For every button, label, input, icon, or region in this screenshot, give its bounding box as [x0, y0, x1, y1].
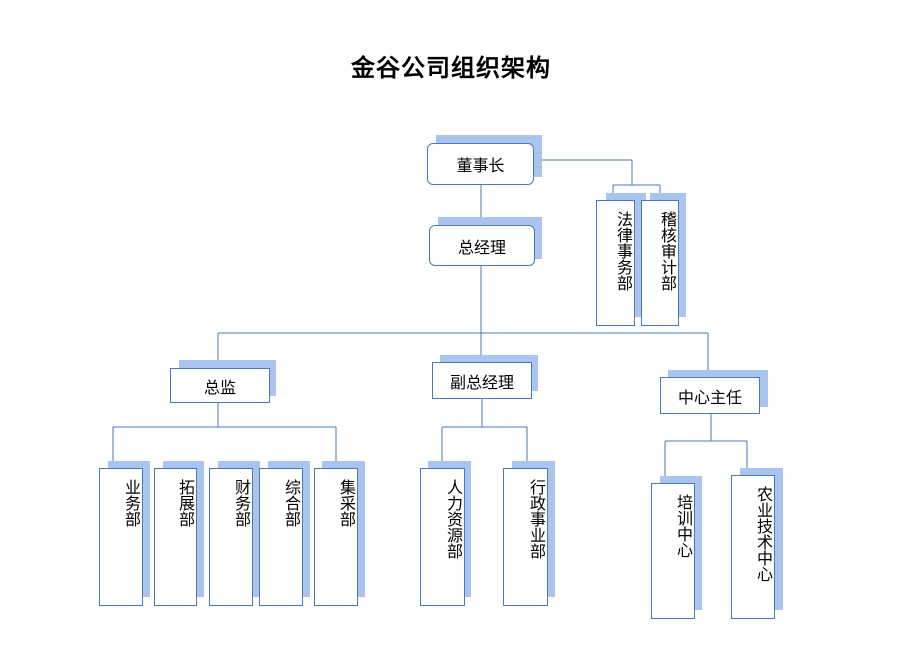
node-legal: 法律事务部 — [596, 200, 635, 326]
node-deputy-gm: 副总经理 — [432, 362, 532, 399]
node-audit: 稽核审计部 — [641, 200, 679, 326]
node-chairman: 董事长 — [427, 143, 534, 185]
node-general-affairs: 综合部 — [259, 468, 303, 606]
node-center-head: 中心主任 — [660, 377, 760, 414]
node-director: 总监 — [170, 368, 270, 403]
node-business: 业务部 — [99, 468, 143, 606]
chart-title: 金谷公司组织架构 — [351, 53, 551, 82]
node-procurement: 集采部 — [314, 468, 358, 606]
node-admin: 行政事业部 — [503, 468, 548, 606]
node-hr: 人力资源部 — [420, 468, 465, 606]
node-agri-tech: 农业技术中心 — [731, 475, 775, 619]
node-expansion: 拓展部 — [154, 468, 197, 606]
node-general-manager: 总经理 — [429, 225, 535, 266]
node-training: 培训中心 — [651, 483, 695, 619]
node-finance: 财务部 — [209, 468, 253, 606]
